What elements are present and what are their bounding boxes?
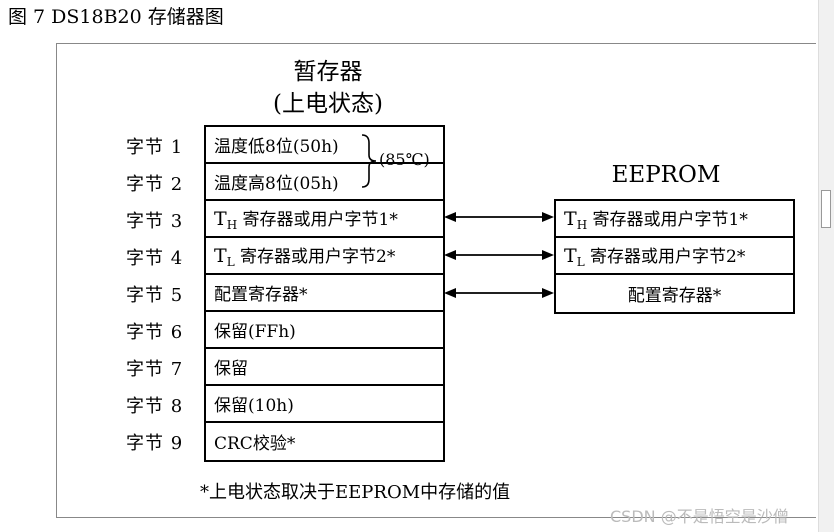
byte-label-4: 字节 4	[126, 248, 184, 269]
scratchpad-cell-7: 保留	[214, 359, 248, 379]
scratchpad-cell-2: 温度高8位(05h)	[214, 174, 339, 194]
scratchpad-table: 温度低8位(50h) 温度高8位(05h) TH 寄存器或用户字节1* TL 寄…	[204, 125, 445, 462]
byte-label-8: 字节 8	[126, 396, 184, 417]
byte-label-2: 字节 2	[126, 174, 184, 195]
eeprom-row-1: TH 寄存器或用户字节1*	[556, 201, 793, 238]
scratchpad-row-9: CRC校验*	[206, 423, 443, 460]
scratchpad-row-1: 温度低8位(50h)	[206, 127, 443, 164]
scratchpad-subtitle: (上电状态)	[273, 91, 383, 117]
footnote: *上电状态取决于EEPROM中存储的值	[200, 482, 511, 503]
scratchpad-cell-6: 保留(FFh)	[214, 322, 296, 342]
byte-label-9: 字节 9	[126, 433, 184, 454]
arrow-byte3	[444, 212, 554, 222]
scratchpad-cell-5: 配置寄存器*	[214, 285, 308, 305]
scratchpad-row-3: TH 寄存器或用户字节1*	[206, 201, 443, 238]
brace-icon	[361, 134, 377, 188]
scratchpad-cell-3: TH 寄存器或用户字节1*	[214, 208, 398, 232]
eeprom-table: TH 寄存器或用户字节1* TL 寄存器或用户字节2* 配置寄存器*	[554, 199, 795, 314]
brace-note: (85℃)	[379, 150, 430, 169]
scratchpad-row-7: 保留	[206, 349, 443, 386]
eeprom-row-2: TL 寄存器或用户字节2*	[556, 238, 793, 275]
scratchpad-row-6: 保留(FFh)	[206, 312, 443, 349]
figure-caption: 图 7 DS18B20 存储器图	[8, 6, 224, 28]
eeprom-title: EEPROM	[611, 162, 721, 188]
scratchpad-cell-4: TL 寄存器或用户字节2*	[214, 245, 396, 269]
eeprom-cell-3: 配置寄存器*	[627, 286, 722, 306]
scratchpad-row-2: 温度高8位(05h)	[206, 164, 443, 201]
eeprom-cell-2: TL 寄存器或用户字节2*	[564, 245, 746, 269]
arrow-byte5	[444, 288, 554, 298]
byte-label-5: 字节 5	[126, 285, 184, 306]
arrow-byte4	[444, 250, 554, 260]
byte-label-1: 字节 1	[126, 137, 184, 158]
diagram-frame	[56, 43, 816, 518]
scratchpad-cell-8: 保留(10h)	[214, 396, 294, 416]
byte-label-6: 字节 6	[126, 322, 184, 343]
scratchpad-cell-9: CRC校验*	[214, 434, 296, 454]
eeprom-cell-1: TH 寄存器或用户字节1*	[564, 208, 748, 232]
scratchpad-row-8: 保留(10h)	[206, 386, 443, 423]
scratchpad-row-4: TL 寄存器或用户字节2*	[206, 238, 443, 275]
scratchpad-row-5: 配置寄存器*	[206, 275, 443, 312]
scrollbar-thumb[interactable]	[821, 190, 831, 228]
vertical-scrollbar[interactable]	[818, 0, 834, 532]
eeprom-row-3: 配置寄存器*	[556, 275, 793, 312]
scratchpad-title: 暂存器	[293, 59, 363, 85]
byte-label-7: 字节 7	[126, 359, 184, 380]
watermark: CSDN @不是悟空是沙僧	[610, 507, 789, 526]
transfer-arrows	[444, 212, 554, 298]
scratchpad-cell-1: 温度低8位(50h)	[214, 137, 339, 157]
byte-label-3: 字节 3	[126, 211, 184, 232]
